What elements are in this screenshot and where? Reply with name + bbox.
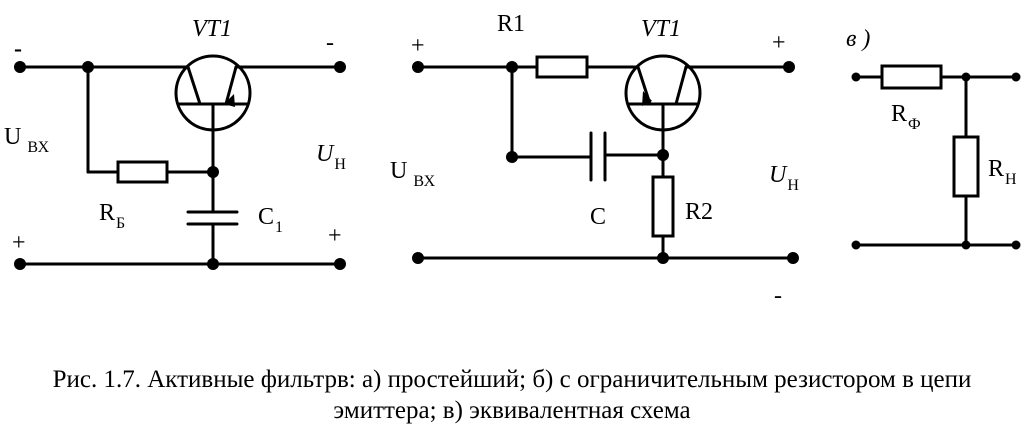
figure-caption: Рис. 1.7. Активные фильтрв: а) простейши… (0, 364, 1024, 426)
circuit-c-filter-resistor (880, 64, 943, 90)
circuit-a-capacitor-label: C1 (258, 204, 283, 236)
circuit-b-out-bottom-sign: - (774, 283, 782, 309)
circuit-b-transistor-label: VT1 (641, 16, 681, 42)
circuit-b-output-voltage-label: UН (769, 162, 799, 194)
circuit-c-load-resistor-label: RН (988, 156, 1017, 188)
figure-caption-line-2: эмиттера; в) эквивалентная схема (333, 397, 691, 424)
circuit-a-output-voltage-label: UН (316, 141, 346, 173)
circuit-a-in-top-sign: - (14, 36, 22, 62)
circuit-b-resistor-r1-label: R1 (497, 11, 525, 37)
circuit-a-wires (18, 65, 342, 266)
circuit-a-resistor (116, 160, 169, 184)
circuit-b-resistor-r2-label: R2 (685, 199, 713, 225)
circuit-a-resistor-label: RБ (99, 200, 125, 232)
circuit-b-transistor (624, 54, 702, 132)
figure-caption-line-1: Рис. 1.7. Активные фильтрв: а) простейши… (52, 366, 972, 393)
circuit-c-filter-resistor-label: RФ (891, 101, 921, 133)
circuit-b-in-top-sign: + (411, 33, 425, 59)
circuit-b-capacitor-label: C (590, 204, 606, 230)
circuit-a-transistor-label: VT1 (192, 16, 232, 42)
circuit-b-out-top-sign: + (772, 30, 786, 56)
circuit-a-junctions (14, 61, 346, 270)
circuit-a-capacitor (186, 210, 239, 226)
circuit-c-panel-label: в ) (846, 26, 870, 52)
circuit-c-load-resistor (952, 135, 980, 198)
circuit-b-junctions (412, 61, 799, 264)
circuit-a-out-bottom-sign: + (328, 223, 342, 249)
circuit-c: в ) RФ RН (846, 26, 1021, 250)
circuit-a-transistor (174, 54, 252, 132)
circuit-a-out-top-sign: - (326, 30, 334, 56)
circuit-a-in-bottom-sign: + (12, 230, 26, 256)
circuit-b-capacitor (589, 131, 607, 182)
circuit-b-resistor-r1 (535, 55, 589, 79)
circuit-c-junctions (851, 72, 1021, 250)
circuit-b-resistor-r2 (651, 175, 675, 238)
